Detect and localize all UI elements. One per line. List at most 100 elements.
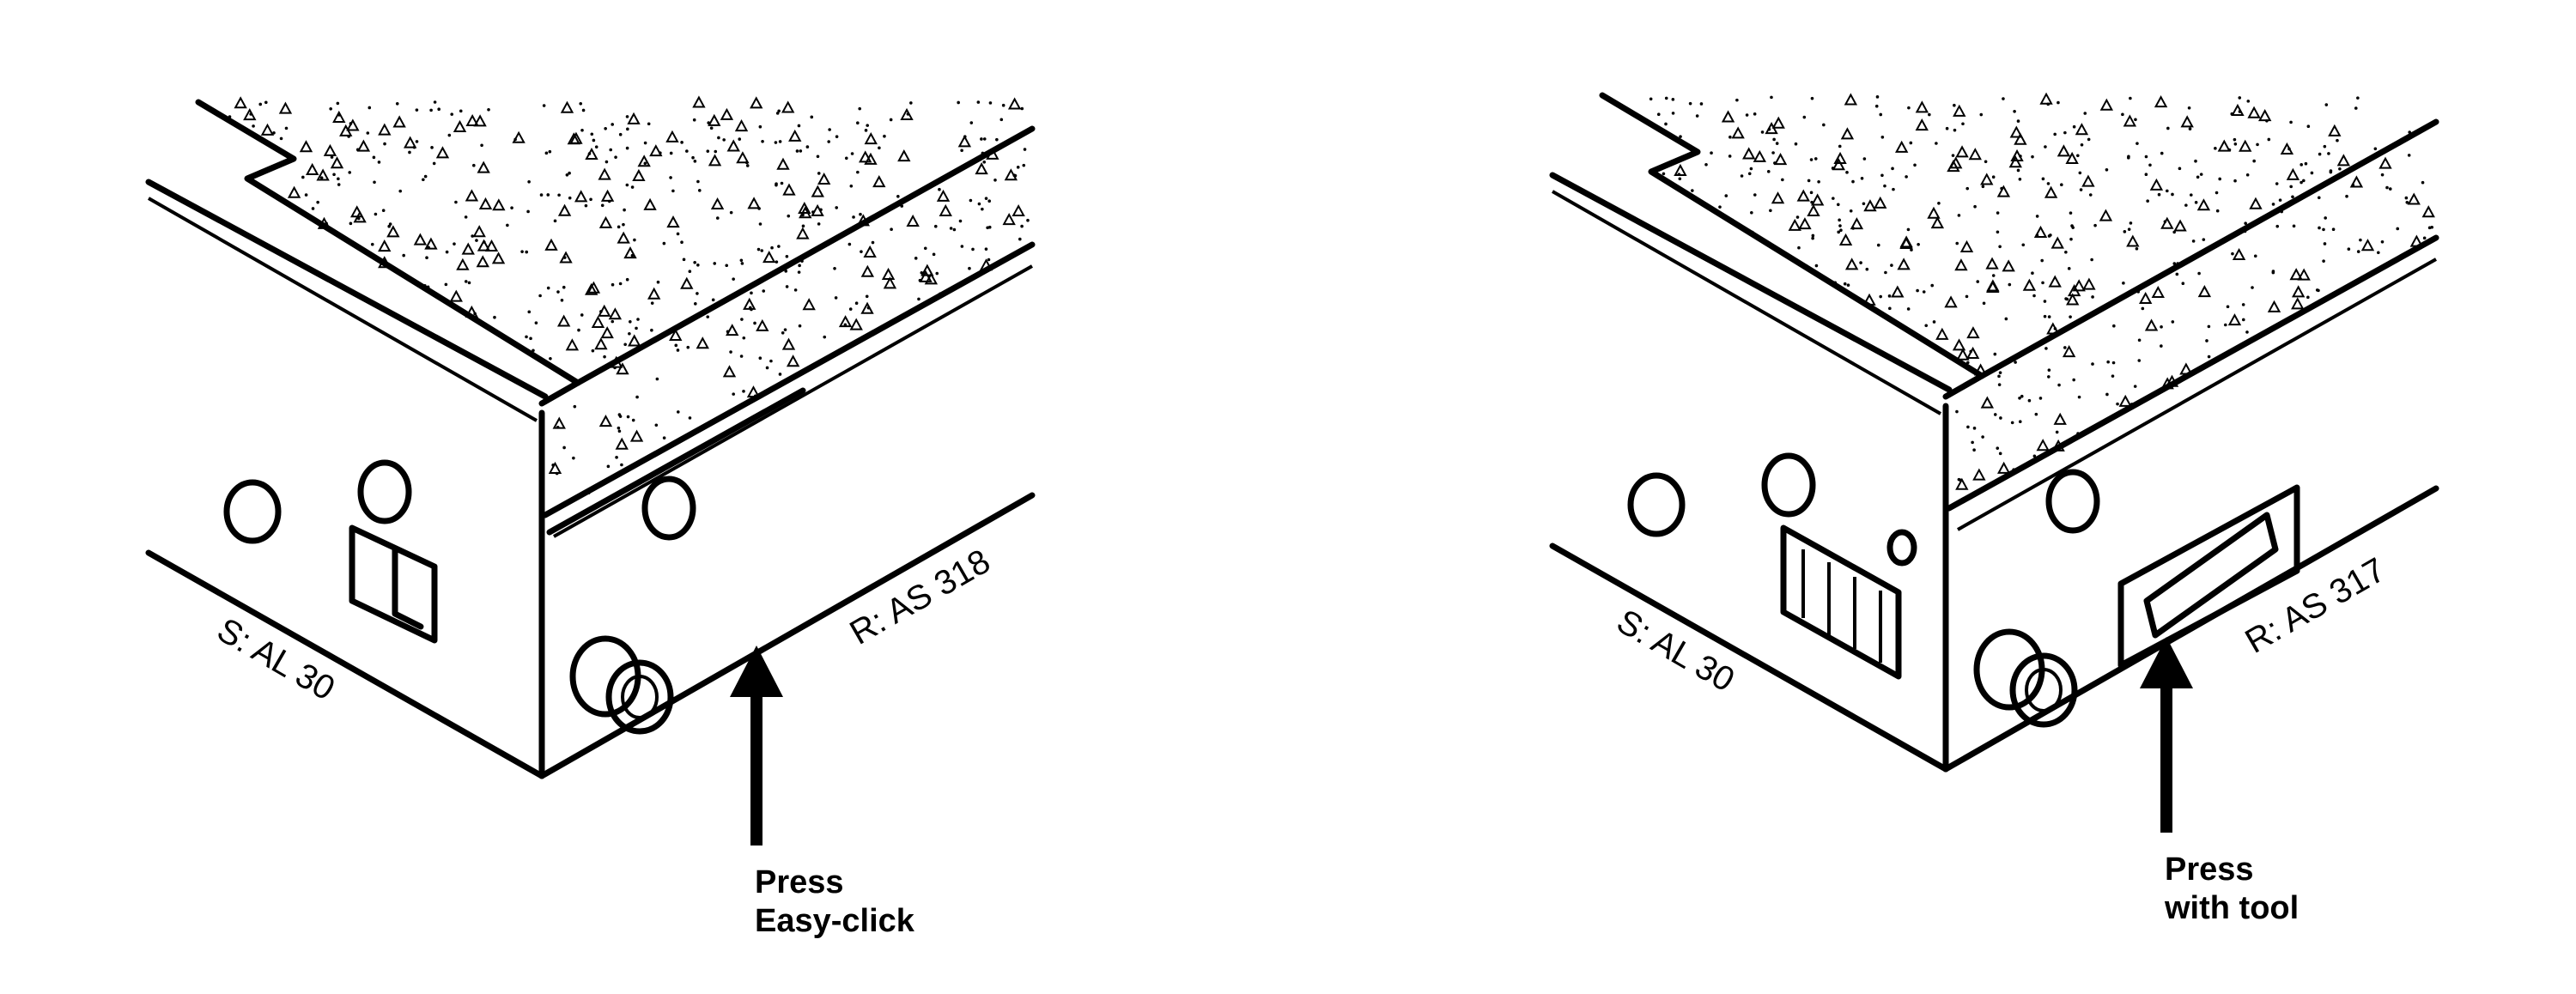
speckle-mark xyxy=(1887,294,1892,298)
speckle-mark xyxy=(2238,110,2242,113)
speckle-mark xyxy=(2053,327,2057,330)
speckle-mark xyxy=(2249,197,2263,209)
speckle-mark xyxy=(1966,326,1980,339)
speckle-mark xyxy=(453,242,456,245)
speckle-mark xyxy=(2018,420,2022,424)
speckle-mark xyxy=(301,175,305,179)
speckle-mark xyxy=(2112,324,2116,328)
speckle-mark xyxy=(594,145,598,148)
speckle-mark xyxy=(546,286,550,290)
speckle-mark xyxy=(1775,142,1779,145)
speckle-mark xyxy=(373,180,376,185)
speckle-mark xyxy=(637,155,651,167)
speckle-mark xyxy=(860,301,874,314)
speckle-mark xyxy=(2354,106,2358,110)
speckle-mark xyxy=(1753,112,1757,116)
caption-line-1: Press xyxy=(2165,852,2254,888)
speckle-mark xyxy=(464,280,468,283)
speckle-mark xyxy=(777,109,781,113)
speckle-mark xyxy=(2231,252,2234,256)
speckle-mark xyxy=(848,307,853,311)
speckle-mark xyxy=(811,203,824,216)
speckle-mark xyxy=(709,126,714,130)
speckle-mark xyxy=(864,129,868,132)
speckle-mark xyxy=(1844,93,1858,106)
speckle-mark xyxy=(649,144,663,157)
speckle-mark xyxy=(1910,248,1913,252)
speckle-mark xyxy=(1671,98,1675,101)
speckle-mark xyxy=(849,318,863,330)
speckle-mark xyxy=(864,152,878,165)
speckle-mark xyxy=(600,203,605,208)
speckle-mark xyxy=(264,100,268,105)
speckle-mark xyxy=(284,126,289,130)
speckle-mark xyxy=(981,207,984,211)
speckle-mark xyxy=(2136,142,2139,145)
speckle-mark xyxy=(1891,285,1905,298)
speckle-mark xyxy=(2388,187,2392,191)
speckle-mark xyxy=(2144,318,2159,331)
speckle-mark xyxy=(1832,197,1835,200)
speckle-mark xyxy=(1985,257,1999,270)
speckle-mark xyxy=(787,214,791,218)
speckle-mark xyxy=(1965,186,1970,191)
speckle-mark xyxy=(611,319,615,324)
speckle-mark xyxy=(510,206,513,209)
speckle-mark xyxy=(2214,147,2217,150)
speckle-mark xyxy=(415,108,419,112)
speckle-mark xyxy=(1016,166,1020,169)
speckle-mark xyxy=(1671,112,1675,115)
speckle-mark xyxy=(1750,210,1753,215)
speckle-mark xyxy=(627,112,641,124)
speckle-mark xyxy=(2359,238,2362,242)
speckle-mark xyxy=(623,208,626,212)
speckle-mark xyxy=(2123,230,2127,233)
speckle-mark xyxy=(1805,264,1808,268)
speckle-mark xyxy=(1704,162,1708,167)
speckle-mark xyxy=(2322,227,2325,232)
speckle-mark xyxy=(2137,359,2142,362)
speckle-mark xyxy=(952,227,957,232)
speckle-mark xyxy=(425,256,428,260)
speckle-mark xyxy=(2111,374,2115,378)
speckle-mark xyxy=(2137,338,2142,342)
speckle-mark xyxy=(1797,245,1801,250)
speckle-mark xyxy=(478,197,493,210)
speckle-mark xyxy=(1928,112,1931,117)
speckle-mark xyxy=(631,418,635,422)
speckle-mark xyxy=(1022,163,1026,167)
speckle-mark xyxy=(1916,288,1919,293)
speckle-mark xyxy=(1850,217,1864,230)
speckle-mark xyxy=(896,194,900,198)
speckle-mark xyxy=(1664,122,1668,126)
speckle-mark xyxy=(402,273,405,276)
speckle-mark xyxy=(1935,327,1949,340)
speckle-mark xyxy=(1811,236,1814,240)
speckle-mark xyxy=(2013,109,2016,113)
speckle-mark xyxy=(1769,209,1772,213)
speckle-mark xyxy=(643,141,647,145)
speckle-mark xyxy=(2197,271,2201,276)
speckle-mark xyxy=(454,200,458,204)
speckle-mark xyxy=(859,150,872,163)
speckle-mark xyxy=(2009,125,2023,138)
speckle-mark xyxy=(403,136,417,148)
speckle-mark xyxy=(617,429,622,433)
speckle-mark xyxy=(696,336,709,349)
speckle-mark xyxy=(1662,172,1666,176)
speckle-mark xyxy=(1718,205,1722,209)
speckle-mark xyxy=(1728,135,1732,139)
speckle-mark xyxy=(1996,185,2011,197)
speckle-mark xyxy=(1773,161,1777,165)
speckle-mark xyxy=(2338,167,2342,171)
speckle-mark xyxy=(969,198,973,203)
speckle-mark xyxy=(756,247,761,252)
speckle-mark xyxy=(774,141,778,144)
speckle-mark xyxy=(337,183,341,186)
speckle-mark xyxy=(1771,191,1785,204)
speckle-mark xyxy=(2324,216,2327,220)
latch-icon xyxy=(349,524,438,644)
speckle-mark xyxy=(2099,209,2113,221)
speckle-mark xyxy=(1649,97,1653,101)
speckle-mark xyxy=(775,112,780,115)
